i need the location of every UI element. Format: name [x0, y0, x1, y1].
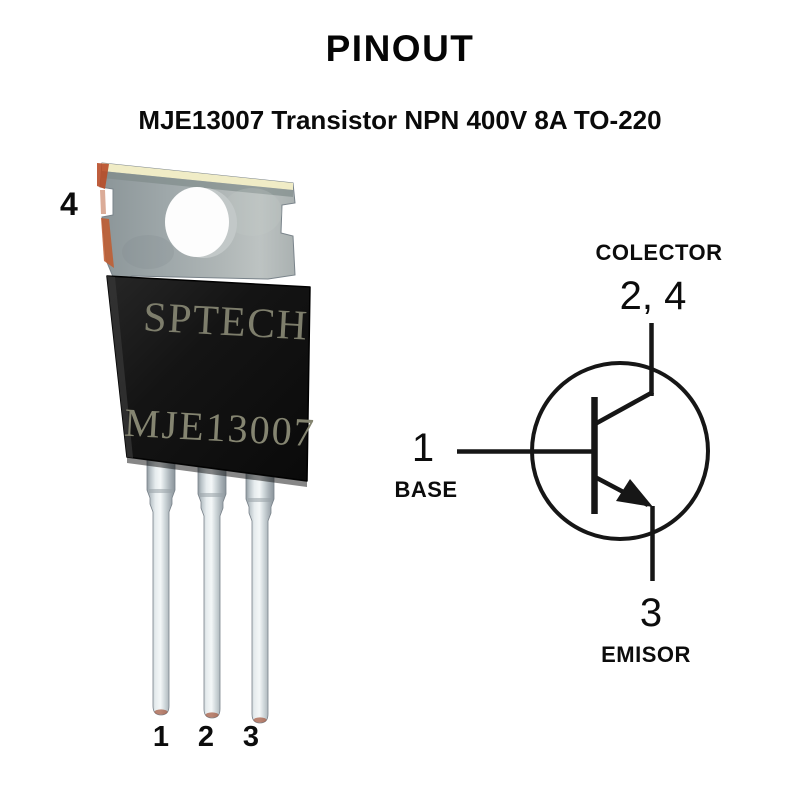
pin-2-tip: [205, 712, 219, 718]
base-label: BASE: [394, 477, 458, 502]
emitter-pin-label: 3: [639, 591, 663, 635]
transistor-body: SPTECH MJE13007: [106, 275, 317, 487]
brand-marking: SPTECH: [142, 294, 310, 349]
pin-3-tip: [253, 717, 267, 723]
pin-3-label: 3: [242, 721, 260, 753]
tab-top-highlight: [102, 163, 293, 190]
pin-1: [146, 445, 176, 716]
pin-1-tip: [154, 709, 168, 715]
page-title: PINOUT: [325, 28, 475, 69]
emitter-arrow: [616, 479, 653, 507]
pin-2-label: 2: [197, 721, 215, 753]
emitter-label: EMISOR: [601, 642, 691, 667]
tab-hole: [165, 187, 229, 257]
base-pin-label: 1: [411, 426, 435, 470]
pin-1-label: 1: [152, 721, 170, 753]
pin-2: [197, 449, 227, 719]
tab-rust-left: [101, 218, 114, 268]
page-subtitle: MJE13007 Transistor NPN 400V 8A TO-220: [138, 105, 662, 135]
mounting-tab: [97, 162, 296, 285]
tab-rust-top: [97, 163, 109, 189]
tab-sheen: [222, 188, 282, 236]
pins: [146, 445, 275, 724]
collector-pins-label: 2, 4: [619, 274, 687, 318]
part-marking: MJE13007: [123, 400, 317, 456]
body-bottom-shadow: [127, 457, 307, 487]
tab-pin-4-label: 4: [60, 186, 78, 222]
tab-top-shade: [102, 171, 293, 197]
collector-label: COLECTOR: [595, 240, 723, 265]
pin-details: [149, 489, 272, 723]
tab-rust-mid: [100, 190, 106, 214]
tab-shade-blotch: [122, 235, 174, 269]
body-left-facet: [107, 276, 133, 458]
pin-3: [245, 454, 275, 724]
collector-diagonal: [593, 390, 655, 426]
